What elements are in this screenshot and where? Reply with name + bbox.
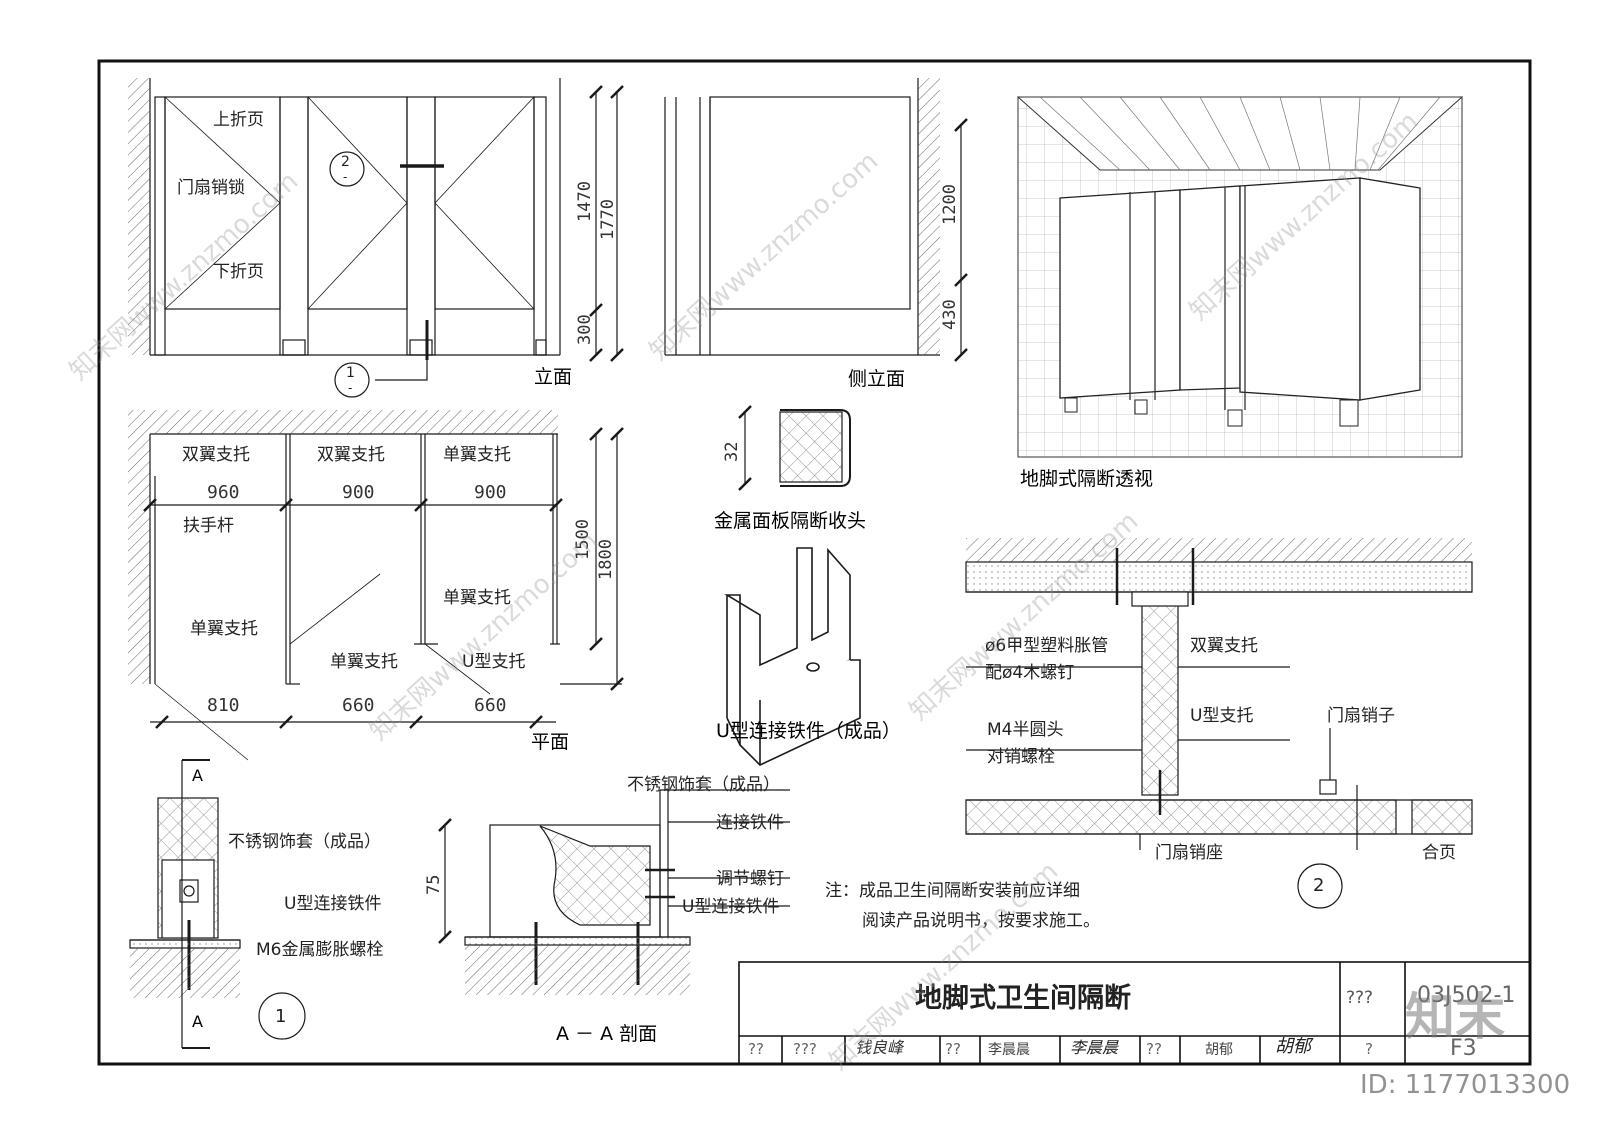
tb-cell-4: ??	[1146, 1040, 1162, 1058]
label-double-support-2: 双翼支托	[317, 445, 385, 465]
tb-cell-2: ??	[945, 1040, 961, 1058]
title-block-page-no: F3	[1450, 1036, 1477, 1061]
tb-cell-1: ???	[793, 1040, 817, 1058]
caption-u-bracket: U型连接铁件（成品）	[716, 720, 901, 742]
detail-1-view	[129, 759, 306, 1049]
caption-perspective: 地脚式隔断透视	[1020, 468, 1154, 490]
label-double-support-d2: 双翼支托	[1190, 636, 1258, 656]
title-block	[738, 961, 1531, 1065]
dim-75: 75	[424, 874, 444, 895]
title-block-atlas-label: ???	[1346, 988, 1374, 1008]
label-hinge: 合页	[1422, 843, 1456, 863]
label-single-support-bottom: 单翼支托	[330, 652, 398, 672]
u-bracket-view	[724, 547, 861, 766]
label-single-support-mid: 单翼支托	[443, 588, 511, 608]
dim-660b: 660	[474, 695, 507, 716]
elevation-view	[128, 78, 624, 398]
dim-1470: 1470	[575, 181, 595, 222]
signature-3: 胡郁	[1275, 1036, 1311, 1057]
label-upper-hinge: 上折页	[213, 110, 264, 130]
label-anchor-2: 配ø4木螺钉	[985, 663, 1075, 683]
perspective-view	[1016, 96, 1464, 458]
dim-1770: 1770	[598, 199, 618, 240]
label-single-support-left: 单翼支托	[190, 619, 258, 639]
title-block-title: 地脚式卫生间隔断	[915, 983, 1131, 1014]
watermark-logo: 知末	[1405, 988, 1505, 1046]
dim-960: 960	[207, 482, 240, 503]
dim-810: 810	[207, 695, 240, 716]
label-steel-cover-aa: 不锈钢饰套（成品）	[627, 775, 780, 795]
label-adjust-screw: 调节螺钉	[716, 869, 784, 889]
label-m4-bolt: M4半圆头	[987, 720, 1064, 740]
title-block-atlas-no: 03J502-1	[1417, 983, 1516, 1008]
label-anchor: ø6甲型塑料胀管	[985, 636, 1109, 656]
label-door-pin: 门扇销子	[1327, 706, 1395, 726]
label-door-lock: 门扇销锁	[177, 178, 245, 198]
label-u-iron-1: U型连接铁件	[284, 894, 382, 914]
detail-2-num: 2	[1313, 875, 1325, 896]
signature-2: 李晨晨	[1070, 1038, 1119, 1057]
dim-430: 430	[940, 299, 960, 330]
section-aa-view	[438, 789, 790, 995]
label-steel-cover-1: 不锈钢饰套（成品）	[228, 832, 381, 852]
detail-1-num: 1	[275, 1006, 287, 1027]
caption-section-aa: A － A 剖面	[556, 1023, 658, 1045]
note-line-2: 阅读产品说明书，按要求施工。	[862, 911, 1100, 931]
detail-2-view	[965, 538, 1473, 909]
dim-900a: 900	[342, 482, 375, 503]
label-lower-hinge: 下折页	[213, 262, 264, 282]
callout-2-num: 2	[341, 154, 350, 170]
caption-edge-detail: 金属面板隔断收头	[714, 510, 867, 532]
watermark-id: ID: 1177013300	[1360, 1070, 1571, 1100]
label-single-support-top: 单翼支托	[443, 445, 511, 465]
section-mark-bottom: A	[192, 1012, 203, 1031]
label-u-support: U型支托	[462, 652, 526, 672]
section-mark-top: A	[192, 766, 203, 785]
dim-32: 32	[722, 441, 742, 462]
edge-detail-view	[738, 405, 851, 491]
tb-cell-0: ??	[748, 1040, 764, 1058]
caption-plan: 平面	[531, 731, 570, 753]
label-m6-bolt: M6金属膨胀螺栓	[256, 940, 384, 960]
callout-1-sub: -	[348, 381, 353, 395]
plan-view	[128, 410, 624, 761]
label-m4-bolt-2: 对销螺栓	[987, 747, 1055, 767]
tb-cell-3: 李晨晨	[988, 1042, 1030, 1058]
label-double-support-1: 双翼支托	[182, 445, 250, 465]
caption-side-elevation: 侧立面	[848, 368, 906, 390]
label-connector: 连接铁件	[716, 813, 784, 833]
label-door-pin-seat: 门扇销座	[1155, 843, 1223, 863]
dim-900b: 900	[474, 482, 507, 503]
note-line-1: 注：成品卫生间隔断安装前应详细	[825, 881, 1080, 901]
label-u-iron-aa: U型连接铁件	[682, 897, 780, 917]
signature-1: 钱良峰	[855, 1038, 904, 1057]
dim-300: 300	[575, 314, 595, 345]
callout-2-sub: -	[343, 170, 348, 184]
label-handrail: 扶手杆	[183, 516, 234, 536]
label-u-support-d2: U型支托	[1190, 706, 1254, 726]
tb-cell-5: 胡郁	[1205, 1042, 1233, 1058]
tb-cell-6: ?	[1365, 1040, 1373, 1058]
dim-660a: 660	[342, 695, 375, 716]
side-elevation-view	[664, 78, 968, 362]
dim-1800: 1800	[596, 539, 616, 580]
dim-1200: 1200	[940, 184, 960, 225]
dim-1500: 1500	[573, 519, 593, 560]
caption-elevation: 立面	[534, 366, 573, 388]
callout-1-num: 1	[346, 365, 355, 381]
